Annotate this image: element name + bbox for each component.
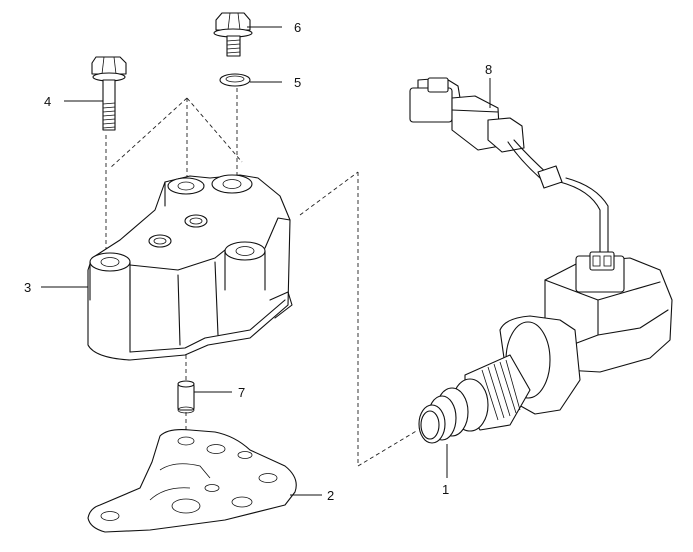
callout-8: 8 bbox=[485, 62, 492, 77]
solenoid-valve bbox=[418, 251, 673, 444]
callout-leaders bbox=[41, 26, 491, 496]
bolt bbox=[91, 56, 127, 131]
gasket bbox=[87, 429, 297, 533]
callout-labels: 6 5 4 3 7 2 1 8 bbox=[24, 20, 492, 503]
callout-1: 1 bbox=[442, 482, 449, 497]
connector-wires bbox=[507, 139, 609, 263]
callout-6: 6 bbox=[294, 20, 301, 35]
callout-5: 5 bbox=[294, 75, 301, 90]
callout-3: 3 bbox=[24, 280, 31, 295]
valve-housing bbox=[87, 174, 293, 361]
dowel-pin bbox=[177, 380, 195, 414]
callout-2: 2 bbox=[327, 488, 334, 503]
callout-7: 7 bbox=[238, 385, 245, 400]
washer bbox=[219, 73, 251, 87]
connector bbox=[409, 77, 525, 153]
callout-4: 4 bbox=[44, 94, 51, 109]
flange-bolt bbox=[213, 12, 253, 57]
